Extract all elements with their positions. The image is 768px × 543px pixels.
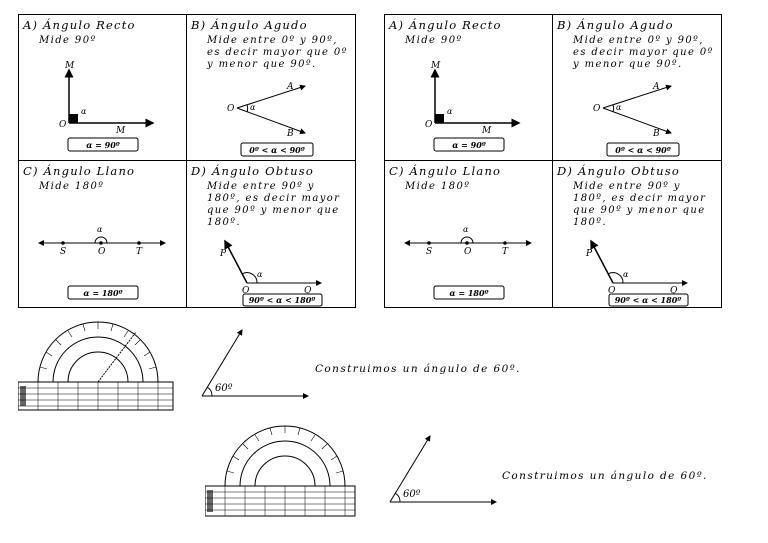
label-o: O [98, 247, 106, 257]
acute-angle-figure: O A B α 0º < α < 90º [227, 82, 314, 157]
label-o: O [608, 286, 616, 296]
straight-angle-box: α = 180º [449, 288, 488, 298]
right-angle-box: α = 90º [452, 140, 486, 150]
label-o: O [59, 120, 67, 130]
right-angle-box: α = 90º [86, 140, 120, 150]
label-m-right: M [481, 126, 492, 136]
label-o: O [227, 104, 235, 114]
right-angle-title: A) Ángulo Recto [23, 18, 136, 32]
acute-angle-box: 0º < α < 90º [249, 145, 304, 155]
straight-angle-title: C) Ángulo Llano [23, 164, 136, 178]
cell-acute-angle: B) Ángulo Agudo Mide entre 0º y 90º, es … [553, 15, 721, 161]
label-alpha: α [81, 107, 87, 116]
label-alpha: α [447, 107, 453, 116]
acute-angle-figure: O A B α 0º < α < 90º [593, 82, 680, 157]
obtuse-angle-figure: P O Q α 90º < α < 180º [219, 239, 323, 307]
acute-angle-title: B) Ángulo Agudo [557, 18, 674, 32]
right-angle-desc: Mide 90º [405, 35, 463, 46]
label-m-top: M [64, 61, 75, 71]
angle-types-panel-1: A) Ángulo Recto Mide 90º M O M α α = 90º… [18, 14, 356, 308]
label-s: S [60, 247, 66, 257]
label-q: Q [304, 286, 312, 296]
right-angle-title: A) Ángulo Recto [389, 18, 502, 32]
acute-angle-desc: Mide entre 0º y 90º, es decir mayor que … [207, 35, 348, 70]
angle-types-panel-2: A) Ángulo Recto Mide 90º M O M α α = 90º… [384, 14, 722, 308]
obtuse-angle-desc: Mide entre 90º y 180º, es decir mayor qu… [573, 181, 707, 228]
acute-angle-title: B) Ángulo Agudo [191, 18, 308, 32]
obtuse-angle-title: D) Ángulo Obtuso [191, 164, 314, 178]
obtuse-angle-box: 90º < α < 180º [249, 295, 316, 305]
angle-label-60: 60º [215, 383, 233, 394]
label-s: S [426, 247, 432, 257]
label-p: P [585, 249, 593, 259]
protractor-1 [18, 321, 174, 411]
right-angle-desc: Mide 90º [39, 35, 97, 46]
label-o: O [242, 286, 250, 296]
right-angle-figure: M O M α α = 90º [425, 61, 521, 152]
label-p: P [219, 249, 227, 259]
cell-obtuse-angle: D) Ángulo Obtuso Mide entre 90º y 180º, … [187, 161, 355, 307]
label-m-top: M [430, 61, 441, 71]
angle-60-figure-2: 60º [389, 435, 497, 505]
label-o: O [464, 247, 472, 257]
construction-caption-1: Construimos un ángulo de 60º. [315, 363, 521, 375]
straight-angle-figure: S O T α α = 180º [38, 225, 166, 300]
straight-angle-figure: S O T α α = 180º [404, 225, 532, 300]
label-alpha: α [97, 225, 103, 234]
protractor-ticks [225, 426, 345, 487]
acute-angle-box: 0º < α < 90º [615, 145, 670, 155]
cell-straight-angle: C) Ángulo Llano Mide 180º S O T α α = 18… [19, 161, 187, 307]
label-o: O [425, 120, 433, 130]
obtuse-angle-box: 90º < α < 180º [615, 295, 682, 305]
straight-angle-box: α = 180º [83, 288, 122, 298]
label-t: T [502, 247, 509, 257]
label-t: T [136, 247, 143, 257]
angle-60-figure-1: 60º [201, 329, 309, 399]
label-alpha: α [616, 103, 622, 112]
label-a: A [652, 82, 660, 92]
cell-right-angle: A) Ángulo Recto Mide 90º M O M α α = 90º [19, 15, 187, 161]
label-alpha: α [463, 225, 469, 234]
cell-straight-angle: C) Ángulo Llano Mide 180º S O T α α = 18… [385, 161, 553, 307]
obtuse-angle-figure: P O Q α 90º < α < 180º [585, 239, 689, 307]
angle-label-60: 60º [403, 489, 421, 500]
label-b: B [652, 129, 660, 139]
label-alpha: α [257, 270, 263, 279]
cell-obtuse-angle: D) Ángulo Obtuso Mide entre 90º y 180º, … [553, 161, 721, 307]
right-angle-figure: M O M α α = 90º [59, 61, 155, 152]
cell-acute-angle: B) Ángulo Agudo Mide entre 0º y 90º, es … [187, 15, 355, 161]
label-b: B [286, 129, 294, 139]
straight-angle-desc: Mide 180º [405, 181, 471, 192]
construction-caption-2: Construimos un ángulo de 60º. [502, 470, 708, 482]
label-alpha: α [623, 270, 629, 279]
label-a: A [286, 82, 294, 92]
label-o: O [593, 104, 601, 114]
straight-angle-title: C) Ángulo Llano [389, 164, 502, 178]
straight-angle-desc: Mide 180º [39, 181, 105, 192]
acute-angle-desc: Mide entre 0º y 90º, es decir mayor que … [573, 35, 714, 70]
cell-right-angle: A) Ángulo Recto Mide 90º M O M α α = 90º [385, 15, 553, 161]
label-m-right: M [115, 126, 126, 136]
label-alpha: α [250, 103, 256, 112]
label-q: Q [670, 286, 678, 296]
obtuse-angle-desc: Mide entre 90º y 180º, es decir mayor qu… [207, 181, 341, 228]
obtuse-angle-title: D) Ángulo Obtuso [557, 164, 680, 178]
protractor-2 [205, 425, 356, 517]
